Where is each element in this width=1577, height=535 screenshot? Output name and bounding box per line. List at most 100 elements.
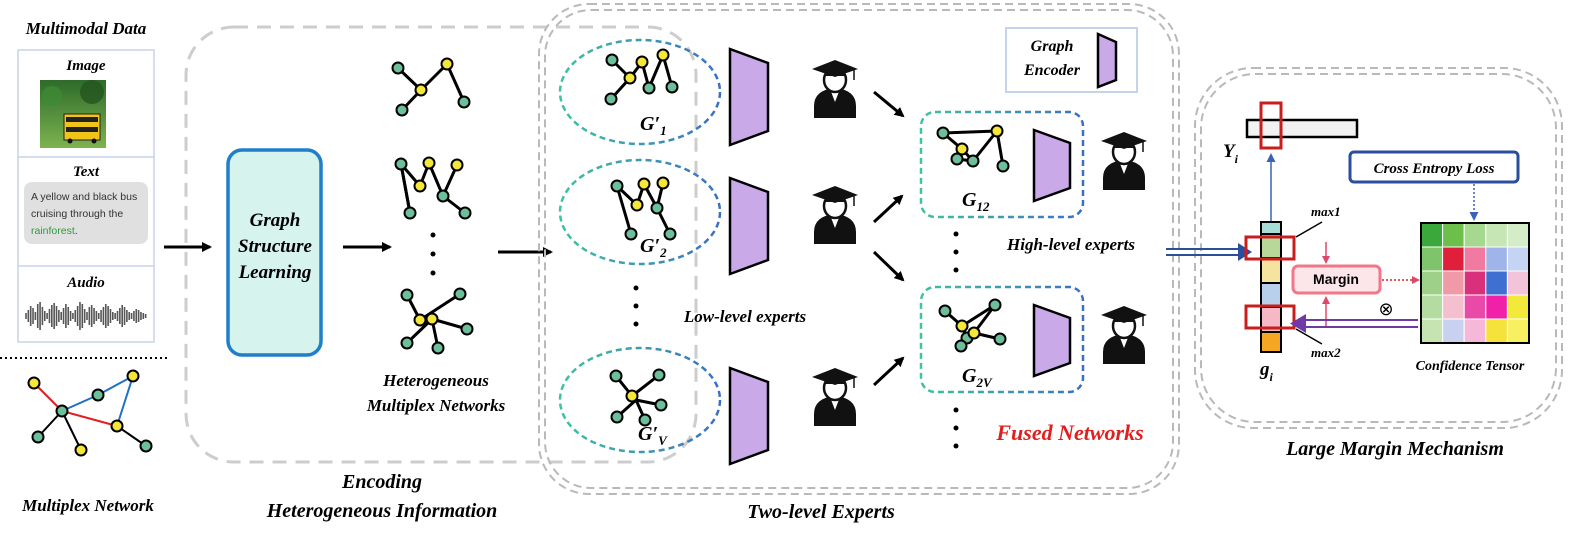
expert-cap	[1101, 306, 1147, 323]
heterogeneous-label-line-2: Multiplex Networks	[366, 396, 506, 415]
tensor-cell	[1442, 246, 1465, 272]
arrow-low1-to-high	[873, 90, 905, 118]
expert-body	[814, 396, 856, 426]
otimes-symbol: ⊗	[1378, 299, 1393, 320]
expert-cap-band	[825, 196, 845, 202]
tensor-cell	[1463, 270, 1487, 296]
expert-cap	[812, 368, 858, 385]
text-bubble: A yellow and black bus cruising through …	[24, 182, 148, 244]
tensor-cell	[1463, 246, 1487, 272]
tensor-cell	[1420, 246, 1444, 272]
encoder-low-v	[728, 366, 770, 466]
tensor-cell	[1463, 222, 1487, 248]
max1-highlight-box	[1244, 235, 1296, 261]
confidence-tensor-grid	[1420, 222, 1530, 344]
heterogeneous-graph-1	[391, 57, 471, 117]
tensor-cell	[1420, 318, 1444, 344]
cross-entropy-loss-label: Cross Entropy Loss	[1374, 161, 1495, 177]
gsl-label-line-1: Graph	[250, 210, 301, 231]
expert-cap-band	[825, 378, 845, 384]
low-level-graph-1	[604, 48, 679, 106]
two-level-experts-title: Two-level Experts	[747, 501, 895, 523]
margin-label: Margin	[1313, 271, 1359, 287]
tensor-cell	[1485, 222, 1508, 248]
expert-cap	[812, 186, 858, 203]
graph-encoder-label-line-1: Graph	[1031, 38, 1074, 55]
expert-body	[814, 214, 856, 244]
low-level-expert-1-ellipse	[558, 38, 722, 146]
large-margin-title: Large Margin Mechanism	[1285, 438, 1504, 460]
g2-label: G′2	[640, 235, 667, 260]
expert-cap	[1101, 132, 1147, 149]
encoder-high-12	[1032, 128, 1072, 203]
encoding-title-line-1: Encoding	[341, 471, 422, 493]
text-bubble-line-2: cruising through the	[31, 208, 123, 220]
tensor-to-gi-arrow	[1290, 314, 1418, 333]
g12-label: G12	[962, 189, 990, 214]
heterogeneous-graph-2	[394, 156, 472, 220]
yi-label: Yi	[1223, 141, 1239, 166]
tensor-cell	[1485, 318, 1508, 344]
encoder-low-1	[728, 47, 770, 147]
expert-cap-band	[1114, 316, 1134, 322]
tensor-cell	[1463, 318, 1487, 344]
high-level-graph-2v	[938, 298, 1007, 353]
bus-image	[40, 80, 106, 148]
high-level-expert-12-box	[919, 110, 1085, 219]
g1-label: G′1	[640, 113, 667, 138]
gsl-label-line-2: Structure	[238, 236, 312, 257]
tensor-cell	[1420, 270, 1444, 296]
max2-highlight-box	[1244, 304, 1296, 330]
low-level-graph-2	[610, 176, 677, 241]
experts-region-inner	[544, 9, 1174, 489]
gv-label: G′V	[638, 423, 668, 448]
encoder-high-2v	[1032, 303, 1072, 378]
low-level-graph-v	[609, 368, 668, 427]
yi-highlight-box	[1259, 101, 1283, 150]
high-level-graph-12	[936, 124, 1010, 173]
multiplex-network-graph	[27, 369, 153, 457]
expert-person-icon	[812, 186, 858, 244]
high-level-ellipsis	[953, 231, 959, 273]
tensor-cell	[1485, 294, 1508, 320]
max1-leader-line	[1295, 221, 1323, 238]
encoding-title-line-2: Heterogeneous Information	[266, 500, 498, 522]
tensor-cell	[1506, 222, 1530, 248]
text-label: Text	[73, 164, 100, 180]
graph-encoder-legend-trapezoid	[1096, 32, 1118, 89]
tensor-cell	[1420, 294, 1444, 320]
fused-ellipsis	[953, 407, 959, 449]
tensor-cell	[1485, 246, 1508, 272]
low-level-expert-2-ellipse	[558, 158, 722, 266]
expert-cap-band	[825, 70, 845, 76]
tensor-cell	[1485, 270, 1508, 296]
gi-vector	[1260, 221, 1282, 353]
high-level-expert-2v-box	[919, 285, 1085, 394]
text-bubble-line-1: A yellow and black bus	[31, 191, 137, 203]
tensor-cell	[1506, 270, 1530, 296]
tensor-cell	[1420, 222, 1444, 248]
tensor-cell	[1442, 222, 1465, 248]
vertical-ellipsis	[430, 232, 436, 276]
heterogeneous-label-line-1: Heterogeneous	[382, 371, 489, 390]
tensor-cell	[1506, 294, 1530, 320]
low-level-ellipsis	[633, 285, 639, 327]
low-level-expert-v-ellipse	[558, 346, 722, 454]
confidence-tensor-label: Confidence Tensor	[1416, 359, 1525, 374]
cross-entropy-loss-box	[1348, 150, 1520, 184]
expert-cap	[812, 60, 858, 77]
max2-leader-line	[1295, 328, 1323, 345]
text-bubble-period: .	[75, 225, 78, 237]
tensor-cell	[1506, 318, 1530, 344]
expert-body	[1103, 334, 1145, 364]
text-bubble-highlight: rainforest	[31, 225, 75, 237]
expert-body	[1103, 160, 1145, 190]
fused-networks-label: Fused Networks	[995, 420, 1143, 445]
encoding-region	[184, 25, 698, 464]
tensor-cell	[1506, 246, 1530, 272]
image-label: Image	[65, 58, 106, 74]
expert-body	[814, 88, 856, 118]
audio-label: Audio	[66, 275, 105, 291]
arrow-low2-to-high12	[872, 194, 904, 224]
